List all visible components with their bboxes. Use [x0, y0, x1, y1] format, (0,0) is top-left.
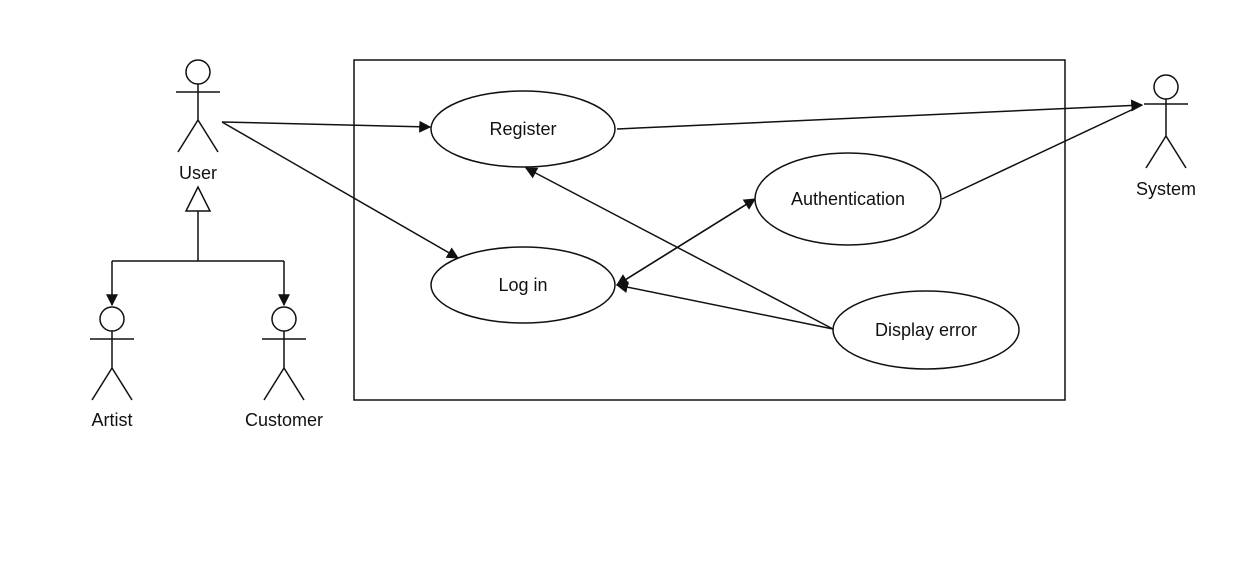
actor-system-label: System — [1136, 179, 1196, 199]
authentication-to-login-arrow — [615, 198, 756, 286]
generalization-triangle-icon — [184, 185, 212, 212]
user-to-login-arrow — [221, 121, 460, 259]
use-case-register-label: Register — [489, 119, 556, 139]
actor-artist-figure-icon — [90, 306, 134, 401]
generalization-connector — [106, 185, 290, 307]
use-case-authentication-label: Authentication — [791, 189, 905, 209]
use-case-display-error: Display error — [832, 290, 1020, 370]
actor-customer: Customer — [245, 306, 323, 430]
display-error-to-register-arrow — [524, 167, 834, 330]
user-to-register-arrow — [221, 120, 432, 133]
use-case-authentication: Authentication — [754, 152, 942, 246]
actor-system-figure-icon — [1144, 74, 1188, 169]
actor-user: User — [176, 59, 220, 183]
actor-artist: Artist — [90, 306, 134, 430]
display-error-to-login-arrow — [615, 281, 834, 330]
use-case-login: Log in — [430, 246, 616, 324]
actor-user-label: User — [179, 163, 217, 183]
actor-customer-figure-icon — [262, 306, 306, 401]
actor-system: System — [1136, 74, 1196, 199]
authentication-to-system-line — [941, 104, 1143, 200]
use-case-login-label: Log in — [498, 275, 547, 295]
register-to-system-arrow — [616, 99, 1144, 130]
actor-user-figure-icon — [176, 59, 220, 153]
actor-artist-label: Artist — [91, 410, 132, 430]
actor-customer-label: Customer — [245, 410, 323, 430]
use-case-display-error-label: Display error — [875, 320, 977, 340]
use-case-register: Register — [430, 90, 616, 168]
